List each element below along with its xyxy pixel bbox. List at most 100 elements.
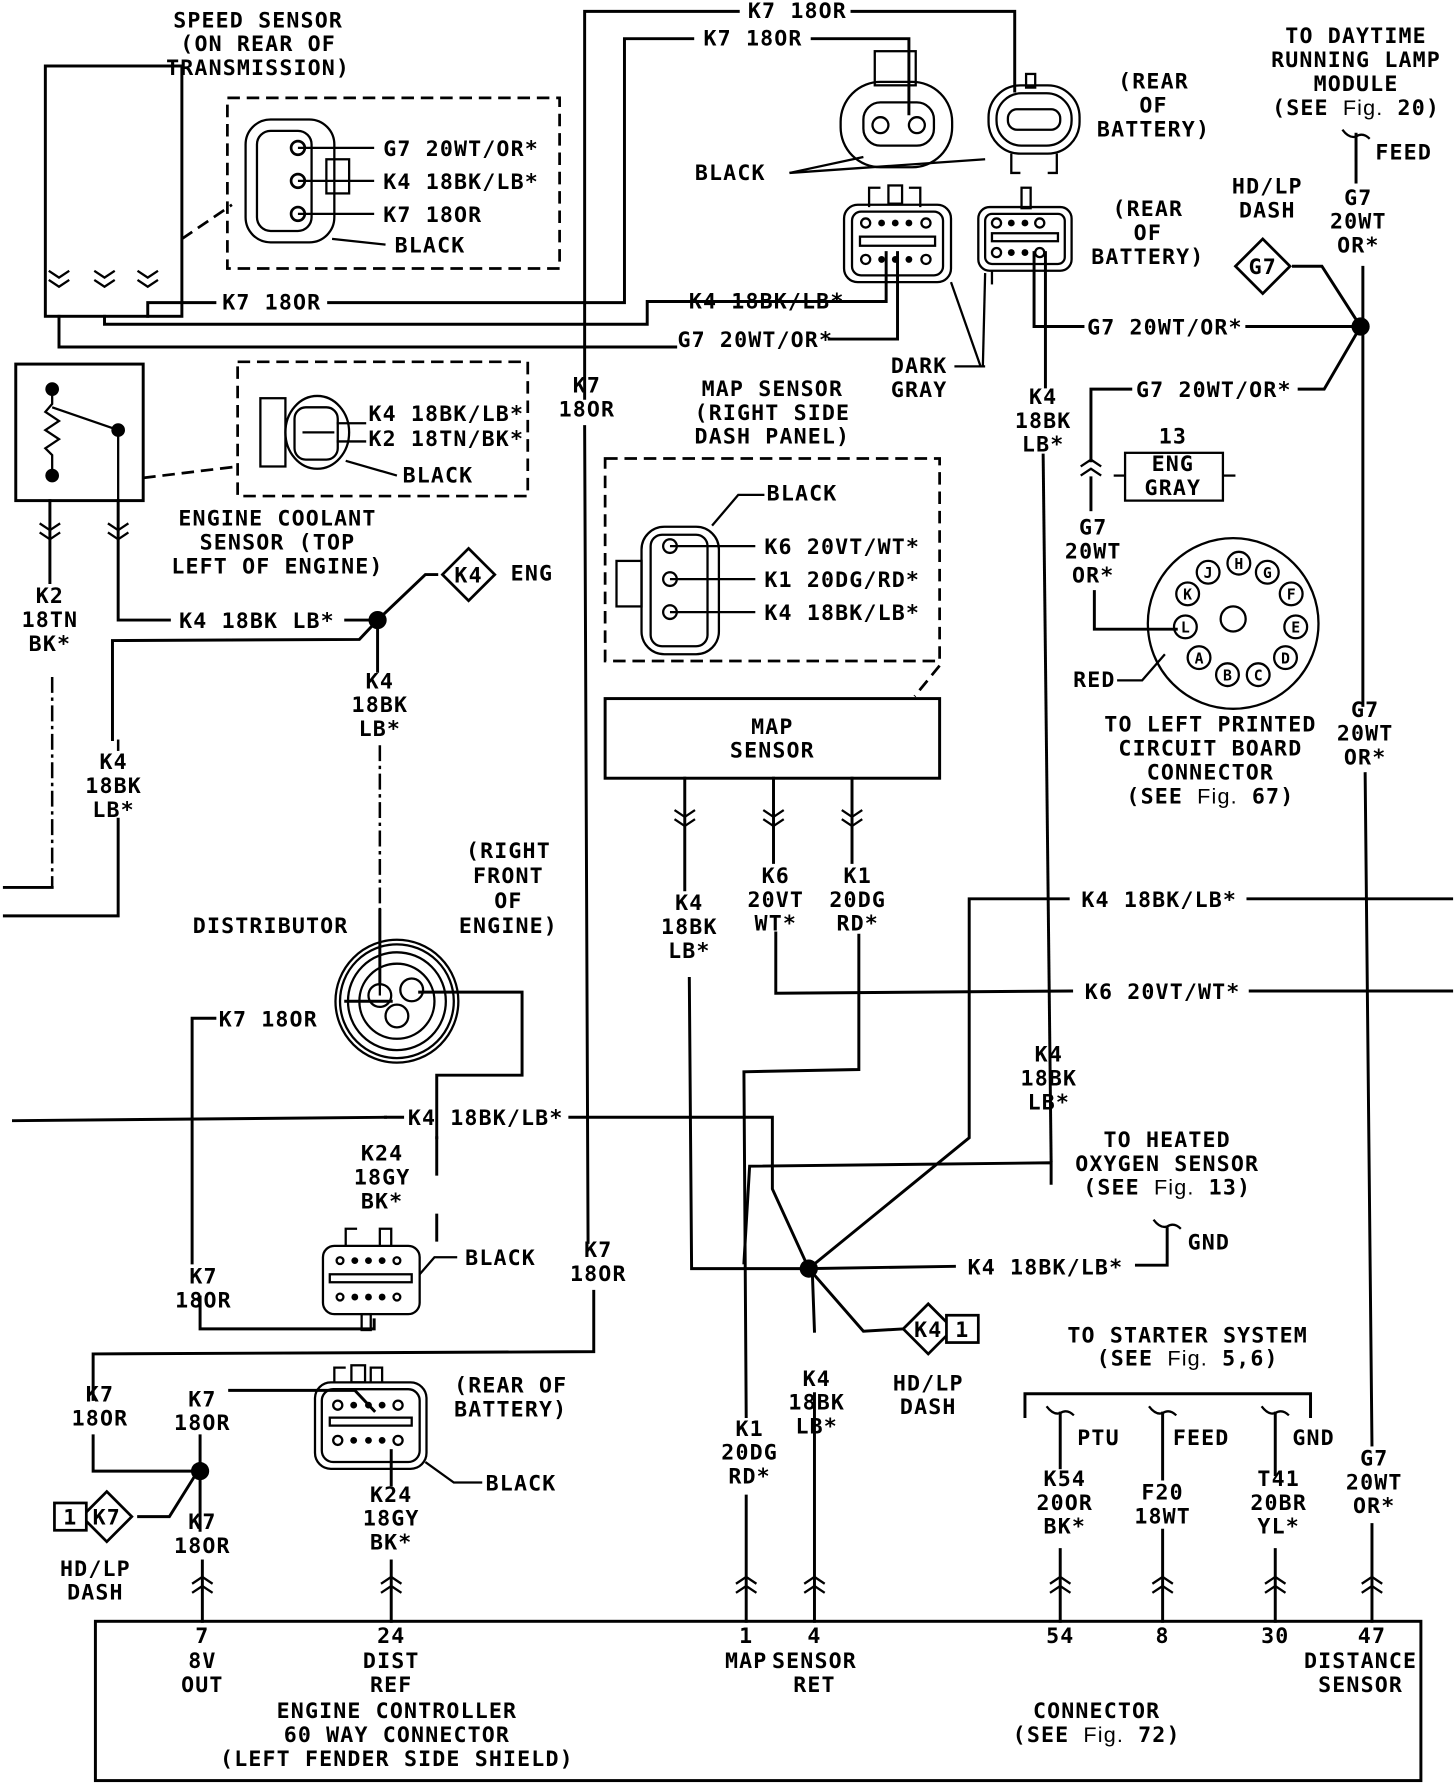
ecm-pin-47-name-line-1: DISTANCE — [1304, 1649, 1417, 1674]
wire-k4-eng-splice — [375, 573, 439, 623]
ecm-pin7-conn-icon — [191, 1575, 214, 1594]
pcb-pin-g — [1254, 559, 1280, 585]
ecm-pin30-conn-icon — [1264, 1575, 1287, 1594]
wire-label-f20-line-2: 18WT — [1134, 1504, 1191, 1529]
wire-label-f20-line-1: F20 — [1141, 1481, 1183, 1506]
starter-ptu-label: PTU — [1077, 1426, 1119, 1451]
g7-hdlp-dash-label-line-1: HD/LP — [1232, 174, 1303, 199]
wire-label-k1-map-line-2: 20DG — [829, 888, 886, 913]
coolant-sensor-title-line-1: ENGINE COOLANT — [178, 507, 376, 532]
g7-splice-code: G7 — [1249, 255, 1277, 280]
coolant-pin-k2: K2 18TN/BK* — [368, 427, 524, 452]
wire-label-k6-map-line-1: K6 — [762, 864, 790, 889]
k7-hdlp-splice-code: K7 — [93, 1506, 121, 1531]
starter-feed-tee-icon — [1148, 1405, 1178, 1439]
rear-of-battery-2-line-1: (REAR — [1112, 197, 1183, 222]
wire-k4-to-splice — [742, 1161, 1053, 1265]
wire-k7-speed-b — [327, 37, 695, 305]
speed-sensor-pin-k7: K7 18OR — [383, 203, 482, 228]
wire-k4-left-a — [110, 617, 380, 742]
wire-k4-hdlp — [806, 1266, 905, 1333]
map-sensor-box-label-line-1: MAP — [751, 715, 793, 740]
wire-label-k7-vert-line-1: K7 — [573, 374, 601, 399]
pcb-pin-label-j: J — [1204, 565, 1213, 582]
wire-label-t41-line-1: T41 — [1257, 1467, 1299, 1492]
paper-background — [4, 0, 1452, 1784]
drl-module-title-line-2: RUNNING LAMP — [1271, 48, 1441, 73]
wire-label-k4-left-line-2: 18BK — [85, 774, 142, 799]
battery-8pin-connector-1 — [842, 184, 982, 367]
speed-sensor-title-line-3: TRANSMISSION) — [166, 56, 350, 81]
map-conn-k4-icon — [673, 809, 696, 828]
speed-sensor-title-line-2: (ON REAR OF — [180, 32, 336, 57]
oxygen-sensor-see-fig: (SEE Fig. 13) — [1083, 1175, 1251, 1201]
wire-k4-right-vert — [1041, 453, 1053, 1163]
wire-dist-k24 — [418, 990, 524, 1140]
wire-k4-map-b — [687, 976, 811, 1271]
pcb-pin-label-f: F — [1287, 587, 1296, 604]
eng-gray-cavity: 13 — [1159, 425, 1187, 450]
wire-label-g7-right-mid-line-1: G7 — [1351, 698, 1379, 723]
wire-label-k7-b3-line-1: K7 — [188, 1510, 216, 1535]
wire-g7-speed — [57, 314, 644, 349]
wire-label-k2-coolant-line-1: K2 — [36, 584, 64, 609]
speed-sensor-detail-box — [226, 96, 561, 270]
k4-eng-splice-suffix: ENG — [511, 561, 553, 586]
wire-label-k24-dist-line-2: 18GY — [354, 1165, 411, 1190]
speed-sensor-body — [43, 64, 184, 318]
pcb-pin-label-e: E — [1291, 620, 1300, 637]
engine-controller-box — [93, 1619, 1423, 1783]
distributor-label: DISTRIBUTOR — [193, 914, 349, 939]
wire-label-k4-o2: K4 18BK/LB* — [968, 1255, 1124, 1280]
wire-label-k7-b2-line-2: 18OR — [174, 1411, 231, 1436]
battery-8pin-connector-4 — [313, 1364, 483, 1484]
wire-label-k4-right1: K4 18BK/LB* — [1081, 888, 1237, 913]
wire-label-k7-b1-line-2: 18OR — [72, 1407, 129, 1432]
wire-label-g7-right-mid-line-2: 20WT — [1337, 722, 1394, 747]
wire-label-g7-batt2: G7 20WT/OR* — [1087, 316, 1243, 341]
ecm-title-line-1: ENGINE CONTROLLER — [277, 1699, 518, 1724]
pcb-pin-label-b: B — [1223, 667, 1232, 684]
coolant-housing-color: BLACK — [403, 463, 474, 488]
wire-label-k7-top1: K7 18OR — [748, 0, 847, 24]
splice-tag-k4-num — [945, 1313, 980, 1344]
battery-housing-black-2: BLACK — [465, 1246, 536, 1271]
wire-label-k7-vert-line-2: 18OR — [559, 397, 616, 422]
ecm-pin-4-number: 4 — [807, 1624, 821, 1649]
distributor-location-line-1: (RIGHT — [466, 839, 551, 864]
drl-feed-label: FEED — [1375, 140, 1432, 165]
pcb-pin-label-l: L — [1181, 620, 1190, 637]
wire-k4-speed — [103, 300, 848, 326]
map-sensor-connector — [615, 493, 765, 656]
wire-label-k4-speed: K4 18BK/LB* — [689, 289, 845, 314]
wire-k7-hdlp — [137, 1469, 200, 1519]
k7-hdlp-dash-label-line-1: HD/LP — [60, 1557, 131, 1582]
eng-gray-label-line-2: GRAY — [1145, 476, 1202, 501]
wire-label-k1-map-line-3: RD* — [836, 912, 878, 937]
wire-label-k54-line-1: K54 — [1044, 1467, 1086, 1492]
wire-k4-row-left — [11, 1115, 388, 1123]
speed-sensor-leader — [181, 203, 233, 241]
wire-g7-lower-a — [1297, 324, 1363, 391]
map-pin-k4: K4 18BK/LB* — [764, 601, 920, 626]
wire-label-k2-coolant-line-2: 18TN — [22, 608, 79, 633]
wire-k4-bottom-a — [810, 1267, 817, 1333]
wire-label-k4-left-line-1: K4 — [99, 750, 127, 775]
wire-k7-dist-b — [190, 1016, 217, 1265]
wire-label-k24-dist-line-1: K24 — [361, 1142, 403, 1167]
wire-label-t41-line-3: YL* — [1257, 1515, 1299, 1540]
drl-module-see-fig: (SEE Fig. 20) — [1272, 95, 1440, 121]
wire-k7-top1-a — [583, 9, 740, 400]
wire-label-k7-mid-line-1: K7 — [584, 1238, 612, 1263]
wire-label-k4-splice-down-line-1: K4 — [366, 669, 394, 694]
coolant-sensor-connector — [43, 382, 398, 501]
connectors — [43, 50, 1370, 1544]
wire-label-k4-right-vert-line-3: LB* — [1028, 1090, 1070, 1115]
ecm-pin8-conn-icon — [1151, 1575, 1174, 1594]
wire-k7-top2 — [810, 37, 911, 116]
wire-k4-to-batt — [844, 251, 888, 303]
wire-label-g7-drl-line-2: 20WT — [1330, 210, 1387, 235]
speed-conn-g7-icon — [48, 269, 70, 289]
